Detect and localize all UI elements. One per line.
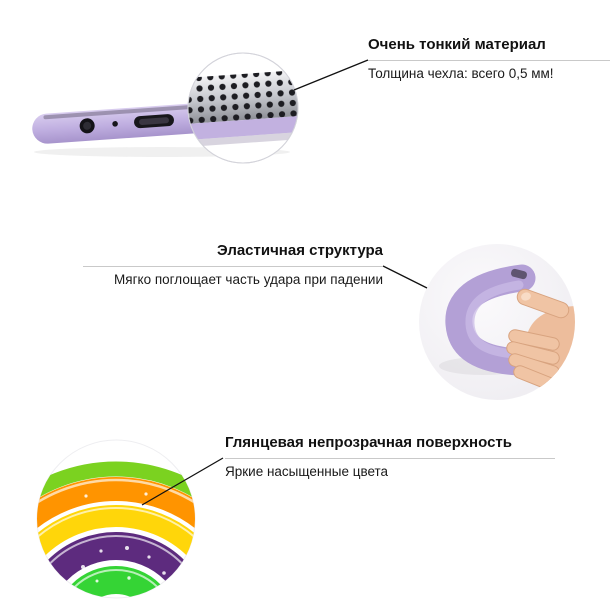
- case-lip-macro: [188, 115, 298, 141]
- divider: [368, 60, 610, 61]
- case-color-arcs: [37, 461, 195, 598]
- flex-case-photo: [419, 244, 575, 400]
- feature-subtitle-thin-material: Толщина чехла: всего 0,5 мм!: [368, 66, 554, 81]
- callout-elastic: Эластичная структура Мягко поглощает час…: [83, 242, 383, 288]
- feature-subtitle-glossy: Яркие насыщенные цвета: [225, 464, 389, 479]
- callout-glossy: Глянцевая непрозрачная поверхность Яркие…: [225, 434, 555, 480]
- speaker-holes: [188, 69, 298, 125]
- divider: [83, 266, 383, 267]
- arc-purple: [37, 532, 195, 598]
- arc-yellow: [37, 505, 195, 598]
- thumbnail: [521, 292, 531, 301]
- arc-orange: [37, 477, 195, 598]
- colorful-cases-photo: [36, 439, 196, 599]
- divider: [225, 458, 555, 459]
- mic-hole: [112, 121, 118, 127]
- bent-case: [445, 264, 536, 376]
- callout-thin-material: Очень тонкий материал Толщина чехла: все…: [368, 36, 610, 82]
- hand: [506, 288, 575, 400]
- arc-green-outer: [37, 461, 195, 598]
- feature-title-thin-material: Очень тонкий материал: [368, 36, 546, 53]
- gloss-highlights: [37, 478, 195, 598]
- phone-bottom-edge-photo: [32, 52, 299, 164]
- feature-subtitle-elastic: Мягко поглощает часть удара при падении: [114, 272, 383, 287]
- feature-title-glossy: Глянцевая непрозрачная поверхность: [225, 434, 512, 451]
- feature-title-elastic: Эластичная структура: [217, 242, 383, 259]
- camera-hole: [511, 268, 527, 280]
- arc-green-inner: [53, 566, 179, 598]
